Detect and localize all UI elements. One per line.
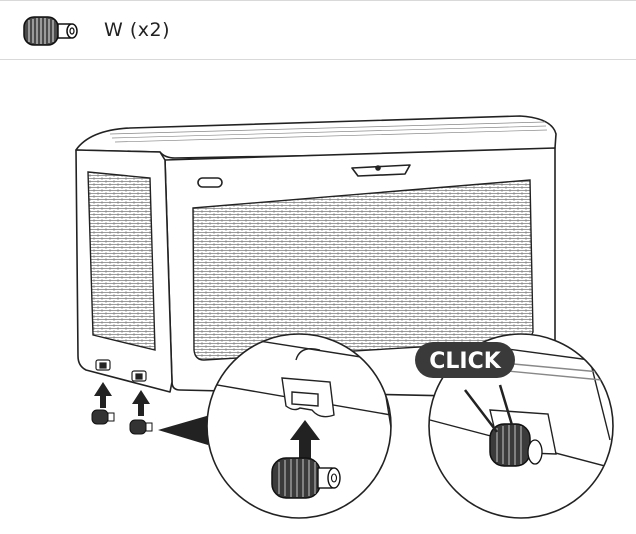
wheel-cap-small bbox=[91, 409, 153, 435]
wheel-sockets bbox=[95, 359, 147, 382]
zoom-detail-insert bbox=[206, 333, 392, 519]
parts-list: W (x2) bbox=[0, 0, 636, 60]
insert-arrow-icon bbox=[94, 382, 150, 416]
front-wicker-panel bbox=[192, 179, 534, 361]
zoom-detail-click bbox=[428, 333, 614, 519]
assembly-illustration: CLICK bbox=[75, 115, 614, 519]
click-badge: CLICK bbox=[415, 342, 515, 378]
part-label-w: W (x2) bbox=[104, 19, 170, 41]
zoom-pointer bbox=[158, 415, 210, 445]
wheel-cap-icon bbox=[23, 16, 78, 46]
click-label: CLICK bbox=[429, 349, 501, 374]
side-wicker-panel bbox=[87, 171, 156, 351]
